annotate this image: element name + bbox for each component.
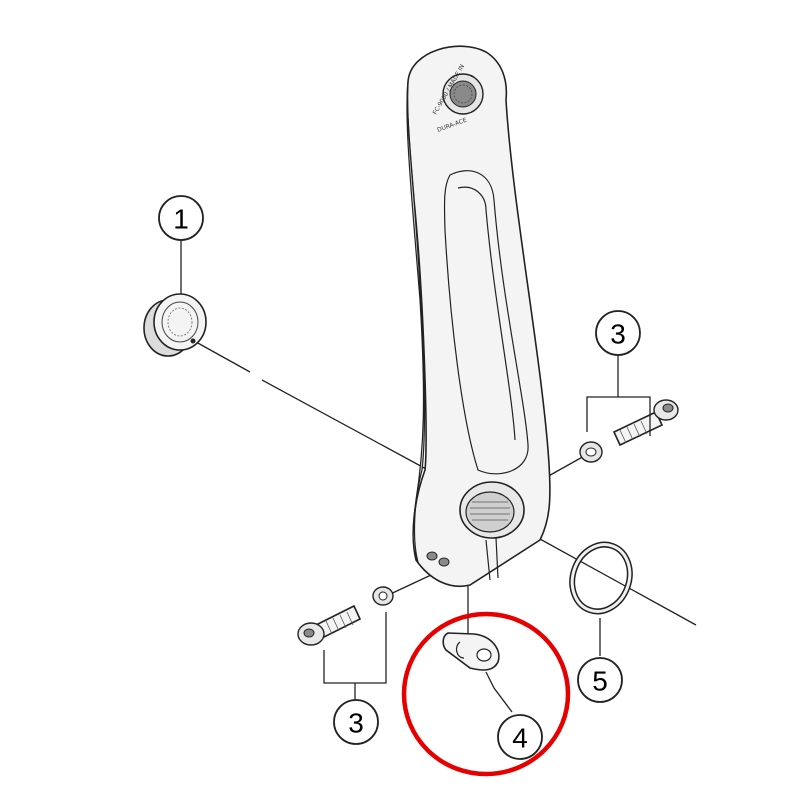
- crank-arm-outline: [406, 45, 551, 587]
- o-ring-highlight: [570, 543, 632, 613]
- leader-axis-cap-lower: [261, 379, 429, 471]
- callout-5-label: 5: [592, 666, 608, 697]
- crank-pinch-slot-2: [495, 537, 499, 579]
- highlight-circle: [401, 611, 571, 777]
- pinch-bolt-left-hex: [303, 628, 315, 638]
- callout-3-left-label: 3: [348, 708, 364, 739]
- callout-3-right: 3: [595, 310, 641, 356]
- pinch-bolt-left-threads: [325, 611, 354, 635]
- callout-5: 5: [577, 657, 623, 703]
- pinch-bolt-right-shank: [612, 410, 664, 447]
- pinch-bolt-right-threads: [619, 420, 648, 444]
- pedal-thread-lines: [453, 84, 473, 104]
- crank-arm-side-face: [406, 81, 426, 563]
- callout-4: 4: [497, 714, 543, 760]
- spindle-bore-inner: [465, 491, 515, 533]
- washer-right-hole: [585, 447, 597, 457]
- leader-axis-bolt-right: [544, 454, 587, 479]
- callout-1-circle: [158, 195, 204, 241]
- washer-left-hole: [378, 591, 388, 601]
- crank-arm-channel: [443, 170, 529, 475]
- pinch-bolt-hole-2: [438, 557, 450, 567]
- leader-axis-cap-upper: [195, 341, 251, 373]
- stopper-plate: [442, 632, 500, 671]
- callout-3-left-circle: [333, 699, 379, 745]
- crank-arm-channel-inner: [457, 186, 516, 441]
- leader-callout-4: [485, 671, 513, 713]
- spindle-bore-splines: [470, 501, 510, 521]
- o-ring: [569, 541, 633, 615]
- crank-end-cap: [143, 293, 207, 357]
- callout-4-circle: [497, 714, 543, 760]
- leader-axis-spindle: [519, 527, 697, 626]
- washer-left: [372, 586, 394, 606]
- pinch-bolt-right-hex: [662, 403, 674, 413]
- callout-3-right-label: 3: [610, 319, 626, 350]
- pinch-bolt-left: [297, 604, 362, 646]
- stopper-plate-hole: [476, 648, 492, 662]
- stopper-plate-slot: [455, 641, 465, 659]
- callout-1-label: 1: [173, 204, 189, 235]
- end-cap-thread-ring: [161, 301, 199, 343]
- stopper-plate-body: [442, 632, 500, 671]
- callout-3-left: 3: [333, 699, 379, 745]
- end-cap-center-dot: [190, 338, 196, 344]
- callout-1: 1: [158, 195, 204, 241]
- o-ring-outer: [569, 541, 633, 615]
- callout-4-label: 4: [512, 723, 528, 754]
- crank-arm: FC-9000 / MADE IN DURA-ACE: [406, 45, 551, 587]
- washer-right: [579, 441, 603, 463]
- pinch-bolt-right: [612, 399, 679, 447]
- pinch-bolt-hole-1: [426, 551, 438, 561]
- callout-5-circle: [577, 657, 623, 703]
- crank-pinch-slot: [485, 539, 491, 581]
- end-cap-threads: [167, 307, 193, 337]
- callout-3-right-circle: [595, 310, 641, 356]
